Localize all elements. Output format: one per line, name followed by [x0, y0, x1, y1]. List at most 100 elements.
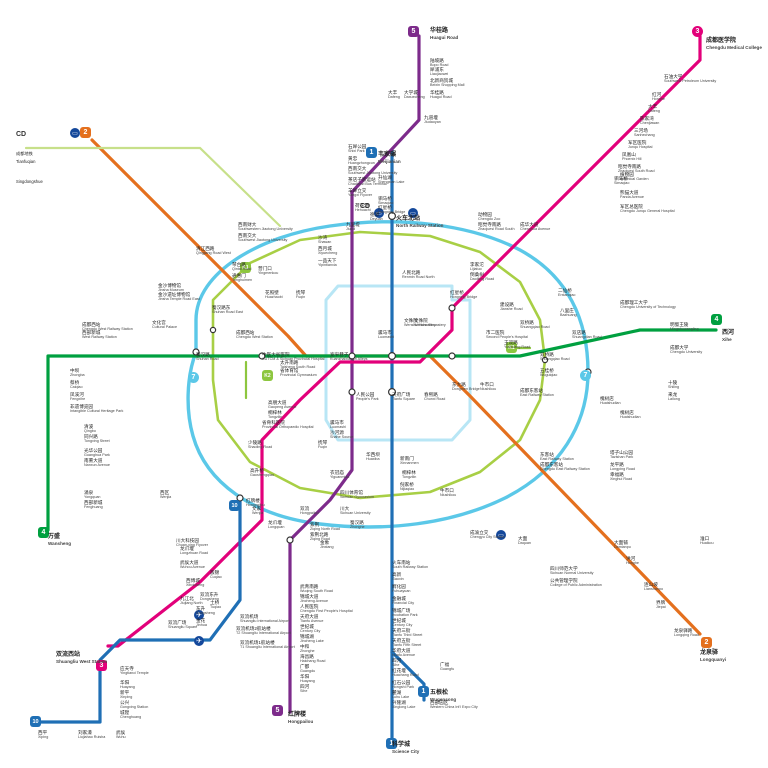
line-badge-5-north[interactable]: 5 — [408, 26, 419, 37]
line-badge-1-weijianian[interactable]: 1 — [366, 147, 377, 158]
line-badge-1-science-city[interactable]: 1 — [386, 738, 397, 749]
line-badge-k1-west[interactable]: K1 — [240, 262, 251, 273]
line-badge-3-shuangliu[interactable]: 3 — [96, 660, 107, 671]
line-badge-7-west[interactable]: 7 — [188, 372, 199, 383]
line-badge-2-longquanyi[interactable]: 2 — [701, 637, 712, 648]
